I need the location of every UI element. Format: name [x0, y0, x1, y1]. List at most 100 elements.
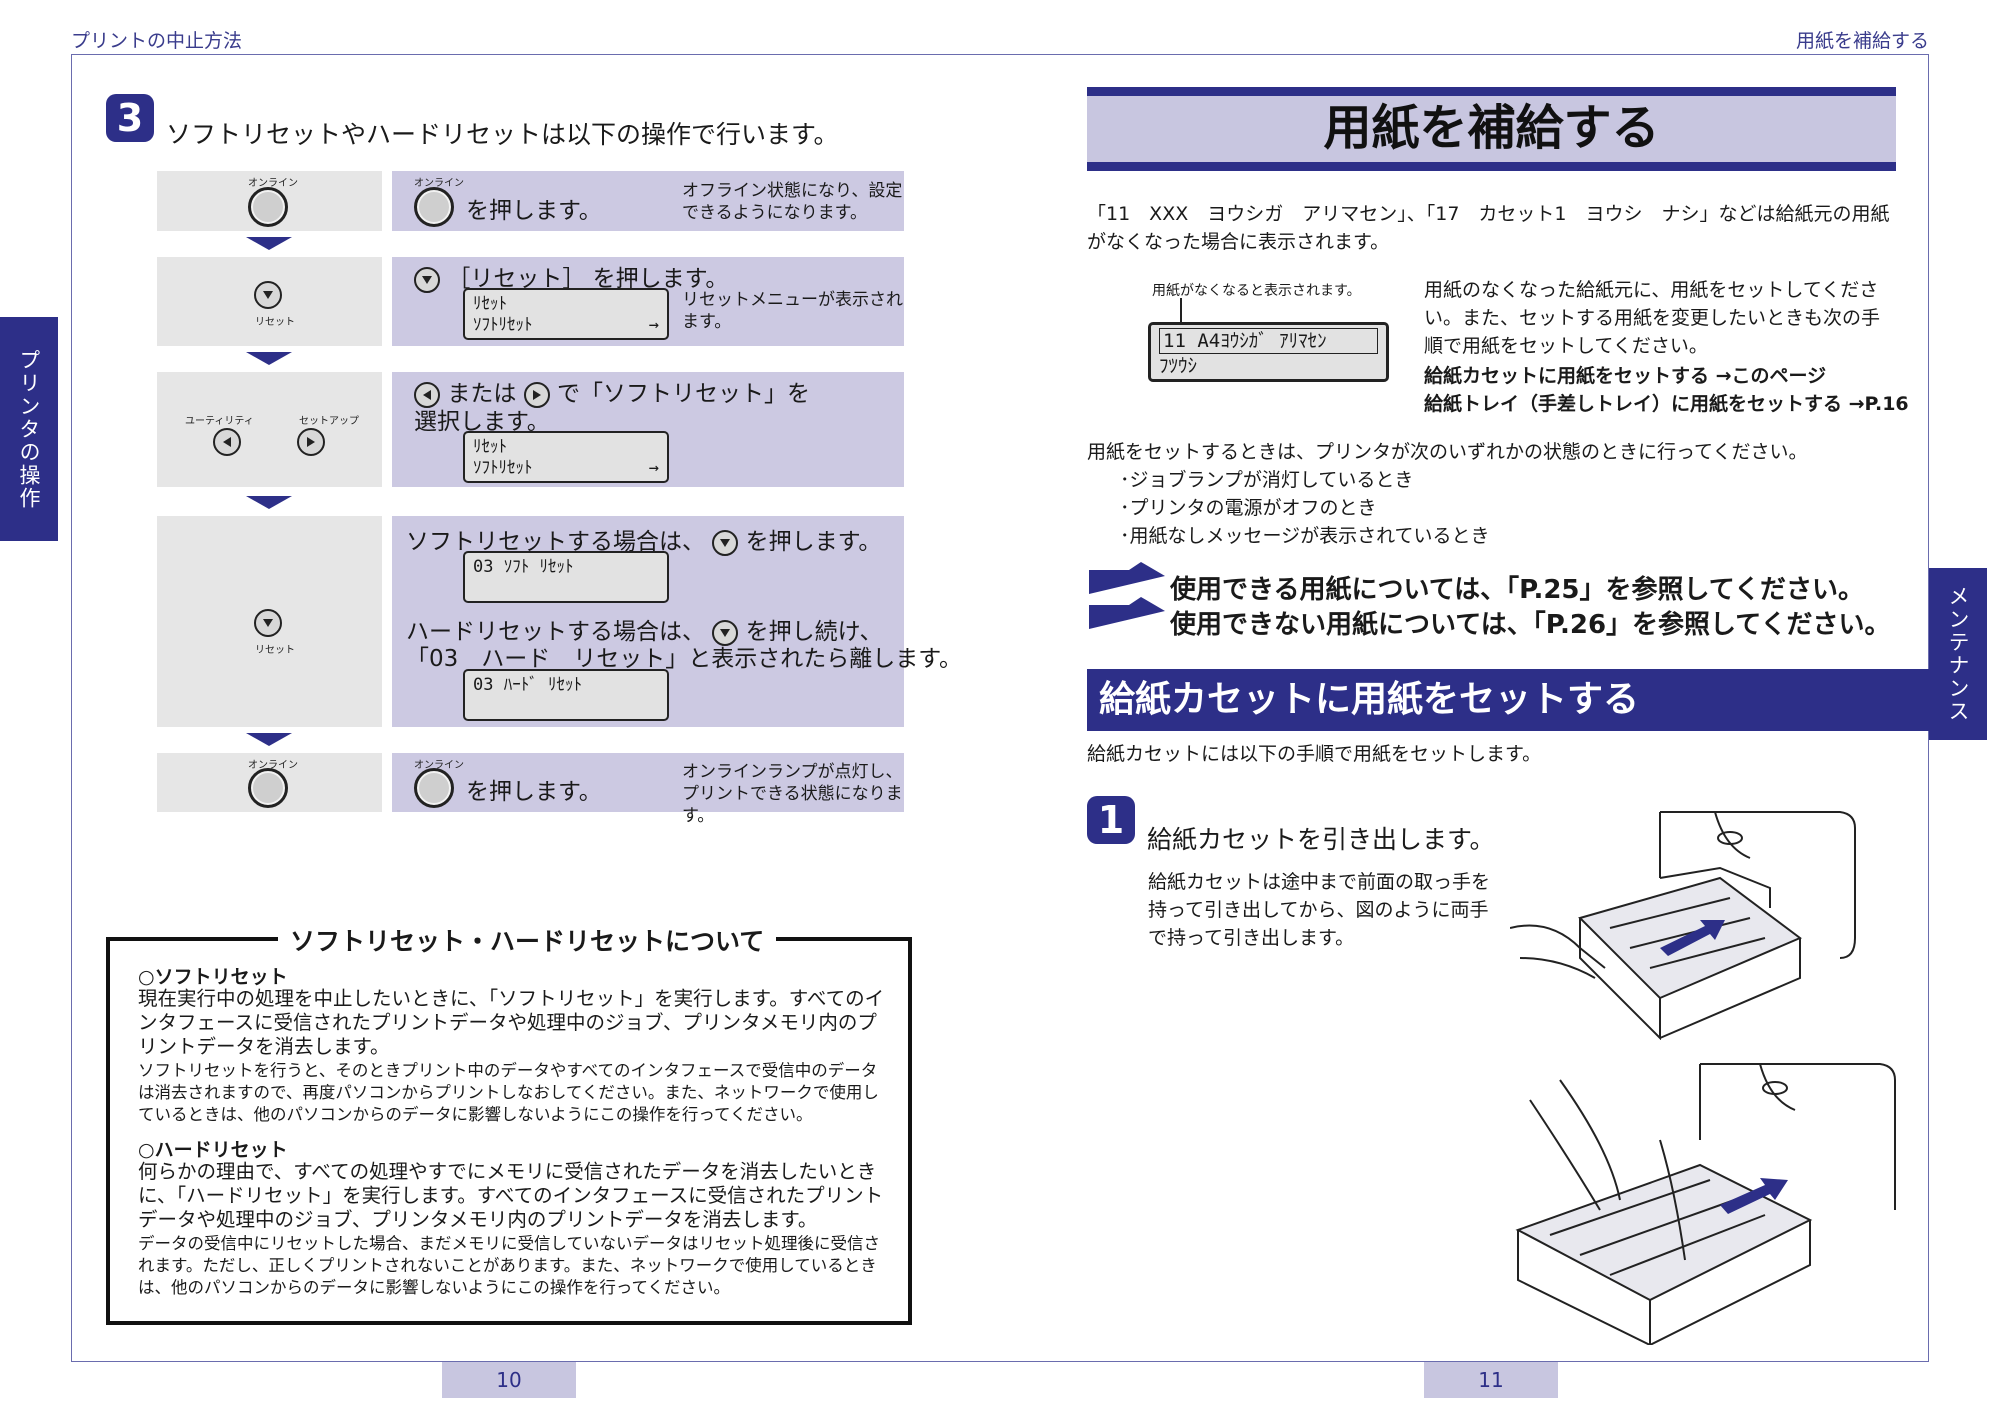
lcd-line2: ｿﾌﾄﾘｾｯﾄ — [473, 315, 533, 335]
online-button-icon — [414, 187, 454, 227]
callout-unusable-paper[interactable]: 使用できない用紙については、「P.26」を参照してください。 — [1170, 610, 1891, 640]
row4-soft-b: を押します。 — [745, 529, 882, 555]
reset-down-icon — [414, 266, 440, 293]
lcd-soft-line: 03 ｿﾌﾄ ﾘｾｯﾄ — [473, 557, 574, 577]
row1-instruction: オンライン を押します。 オフライン状態になり、設定できるようになります。 — [392, 171, 904, 231]
setup-right-button[interactable] — [297, 428, 325, 456]
row2-instruction: ［リセット］ を押します。 ﾘｾｯﾄ ｿﾌﾄﾘｾｯﾄ → リセットメニューが表示さ… — [392, 257, 904, 346]
printer-cassette-illustration-1 — [1510, 811, 1856, 1040]
reset-button-label: リセット — [255, 645, 295, 656]
step1-heading: 給紙カセットを引き出します。 — [1147, 825, 1495, 854]
row5-note: オンラインランプが点灯し、プリントできる状態になります。 — [682, 762, 903, 826]
reset-button[interactable] — [254, 609, 282, 637]
row3-text-b: で「ソフトリセット」を — [556, 381, 810, 407]
pointing-hand-icon — [1089, 562, 1165, 594]
row1-action: を押します。 — [466, 198, 602, 224]
row2-note: リセットメニューが表示されます。 — [682, 290, 903, 332]
row4-hard-b: を押し続け、 — [745, 619, 883, 645]
row4-hard-a: ハードリセットする場合は、 — [406, 619, 705, 645]
lcd-no-paper-line1: 11 A4ﾖｳｼｶﾞ ｱﾘﾏｾﾝ — [1159, 328, 1378, 354]
header-right: 用紙を補給する — [1795, 30, 1929, 52]
condition-item: ･プリンタの電源がオフのとき — [1120, 497, 1377, 519]
row4-hard-line: ハードリセットする場合は、 を押し続け、 — [406, 612, 882, 646]
left-arrow-icon — [414, 381, 440, 408]
row4-soft-line: ソフトリセットする場合は、 を押します。 — [406, 522, 881, 556]
lcd-hard-line: 03 ﾊｰﾄﾞ ﾘｾｯﾄ — [473, 675, 582, 695]
callout-usable-paper[interactable]: 使用できる用紙については、「P.25」を参照してください。 — [1170, 575, 1864, 605]
lcd-line2: ｿﾌﾄﾘｾｯﾄ — [473, 458, 533, 478]
row3-text-a: または — [447, 381, 517, 407]
step3-heading: ソフトリセットやハードリセットは以下の操作で行います。 — [166, 120, 839, 149]
flow-arrow-icon — [246, 237, 292, 250]
hard-reset-note: データの受信中にリセットした場合、まだメモリに受信していないデータはリセット処理… — [138, 1234, 881, 1297]
page-title: 用紙を補給する — [1087, 87, 1896, 171]
reset-down-icon — [712, 529, 739, 556]
row5-action: を押します。 — [466, 779, 602, 805]
section-header: 給紙カセットに用紙をセットする — [1087, 669, 1930, 731]
header-left: プリントの中止方法 — [71, 30, 243, 52]
intro-text: 「11 XXX ヨウシガ アリマセン」、「17 カセット1 ヨウシ ナシ」などは… — [1087, 203, 1890, 253]
row3-text-c: 選択します。 — [414, 409, 550, 435]
reset-button[interactable] — [254, 281, 282, 309]
step1-body: 給紙カセットは途中まで前面の取っ手を持って引き出してから、図のように両手で持って… — [1148, 871, 1491, 949]
soft-reset-body: 現在実行中の処理を中止したいときに、「ソフトリセット」を実行します。すべてのイン… — [138, 987, 885, 1058]
info-box-title: ソフトリセット・ハードリセットについて — [278, 922, 777, 958]
soft-reset-note: ソフトリセットを行うと、そのときプリント中のデータやすべてのインタフェースで受信… — [138, 1061, 879, 1124]
side-tab-left[interactable]: プリンタの操作 — [0, 317, 58, 541]
online-button-label: オンライン — [248, 178, 298, 189]
row4-hard-c: 「03 ハード リセット」と表示されたら離します。 — [406, 646, 962, 672]
row5-button-panel: オンライン — [157, 753, 382, 812]
flow-arrow-icon — [246, 496, 292, 509]
printer-cassette-illustration-2 — [1515, 1063, 1896, 1345]
row2-button-panel: リセット — [157, 257, 382, 346]
row1-button-panel: オンライン — [157, 171, 382, 231]
setup-button-label: セットアップ — [299, 416, 359, 427]
row3-action-line: または で「ソフトリセット」を — [414, 374, 810, 408]
side-tab-right[interactable]: メンテナンス — [1929, 568, 1987, 740]
caption-leader-line — [1180, 298, 1182, 322]
conditions-intro: 用紙をセットするときは、プリンタが次のいずれかの状態のときに行ってください。 — [1087, 441, 1808, 463]
reset-button-label: リセット — [255, 317, 295, 328]
page-number-right: 11 — [1424, 1362, 1558, 1398]
online-button-icon — [414, 768, 454, 808]
row3-button-panel: ユーティリティ セットアップ — [157, 372, 382, 487]
online-button[interactable] — [248, 768, 288, 808]
condition-item: ･用紙なしメッセージが表示されているとき — [1120, 525, 1490, 547]
utility-left-button[interactable] — [213, 428, 241, 456]
row4-soft-a: ソフトリセットする場合は、 — [406, 529, 705, 555]
lcd-no-paper-line2: ﾌﾂｳｼ — [1159, 355, 1198, 377]
side-text: 用紙のなくなった給紙元に、用紙をセットしてください。また、セットする用紙を変更し… — [1424, 279, 1881, 357]
lcd-display-hard-reset: 03 ﾊｰﾄﾞ ﾘｾｯﾄ — [463, 669, 669, 721]
step-number-3: 3 — [106, 94, 154, 142]
online-button[interactable] — [248, 187, 288, 227]
soft-reset-heading: ○ソフトリセット — [138, 966, 288, 988]
lcd-display-reset: ﾘｾｯﾄ ｿﾌﾄﾘｾｯﾄ → — [463, 288, 669, 340]
row2-action-line: ［リセット］ を押します。 — [414, 259, 728, 293]
section-intro: 給紙カセットには以下の手順で用紙をセットします。 — [1087, 743, 1542, 765]
flow-arrow-icon — [246, 733, 292, 746]
step-number-1: 1 — [1087, 796, 1135, 844]
row1-note: オフライン状態になり、設定できるようになります。 — [682, 181, 903, 223]
link-manual-tray[interactable]: 給紙トレイ（手差しトレイ）に用紙をセットする →P.16 — [1424, 393, 1909, 415]
pointing-hand-icon — [1089, 597, 1165, 629]
online-inline-label: オンライン — [414, 178, 464, 189]
online-inline-label: オンライン — [414, 760, 464, 771]
row5-instruction: オンライン を押します。 オンラインランプが点灯し、プリントできる状態になります… — [392, 753, 904, 826]
flow-arrow-icon — [246, 352, 292, 365]
lcd-display-select: ﾘｾｯﾄ ｿﾌﾄﾘｾｯﾄ→ — [463, 431, 669, 483]
online-button-label: オンライン — [248, 760, 298, 771]
lcd-arrow: → — [648, 315, 659, 335]
link-cassette[interactable]: 給紙カセットに用紙をセットする →このページ — [1424, 365, 1827, 387]
row4-instruction: ソフトリセットする場合は、 を押します。 03 ｿﾌﾄ ﾘｾｯﾄ ハードリセット… — [392, 516, 962, 727]
lcd-arrow: → — [648, 458, 659, 478]
utility-button-label: ユーティリティ — [185, 416, 254, 427]
hard-reset-body: 何らかの理由で、すべての処理やすでにメモリに受信されたデータを消去したいときに、… — [138, 1160, 884, 1231]
row3-instruction: または で「ソフトリセット」を 選択します。 ﾘｾｯﾄ ｿﾌﾄﾘｾｯﾄ→ — [392, 372, 904, 487]
lcd-line1: ﾘｾｯﾄ — [473, 294, 507, 314]
lcd-display-soft-reset: 03 ｿﾌﾄ ﾘｾｯﾄ — [463, 551, 669, 603]
hard-reset-heading: ○ハードリセット — [138, 1139, 288, 1161]
row2-action: ［リセット］ を押します。 — [447, 266, 729, 292]
condition-item: ･ジョブランプが消灯しているとき — [1120, 469, 1414, 491]
page-number-left: 10 — [442, 1362, 576, 1398]
lcd-caption: 用紙がなくなると表示されます。 — [1152, 283, 1361, 299]
